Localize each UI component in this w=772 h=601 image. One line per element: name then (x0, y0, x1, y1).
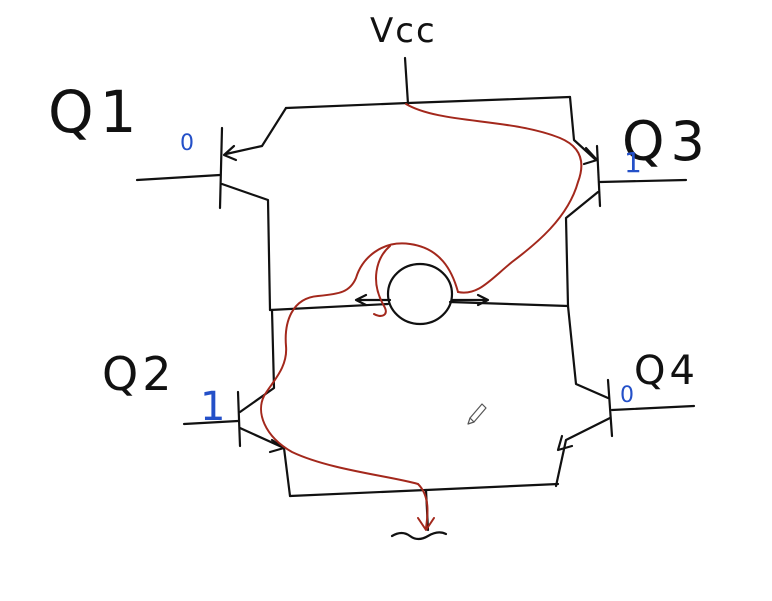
q2-base-bar (236, 390, 242, 448)
middle-bus-right (448, 300, 570, 308)
q4-collector-wire (566, 304, 610, 400)
vcc-wire (403, 56, 410, 106)
q2-collector-wire (238, 308, 276, 414)
q4-emitter-arrow (556, 434, 574, 452)
ground-squiggle (390, 531, 448, 541)
vcc-label: Vcc (370, 11, 437, 51)
q1-base-bar (218, 126, 224, 210)
q4-base-bar (606, 378, 614, 438)
q1-label: Q1 (48, 78, 143, 146)
q2-base-input (182, 419, 240, 426)
q2-state-mark: 1 (200, 384, 225, 430)
emitter-arrows (222, 144, 599, 454)
current-path-through-motor (260, 242, 459, 485)
pen-cursor-tip (467, 417, 475, 425)
q3-emitter-arrow (582, 146, 599, 166)
circuit-wiring (135, 56, 696, 532)
current-path-vcc-to-q3 (405, 103, 583, 294)
current-path (260, 103, 583, 531)
q3-state-mark: 1 (624, 146, 642, 179)
q2-label: Q2 (102, 347, 175, 401)
q4-base-input (610, 404, 696, 412)
q2-emitter-wire (238, 426, 292, 498)
q3-collector-wire (564, 190, 600, 308)
pen-cursor-body (469, 403, 487, 423)
top-rail (284, 95, 572, 110)
middle-bus (268, 302, 390, 312)
q3-emitter-wire (568, 95, 598, 162)
motor-lead-right-arrow (450, 293, 490, 307)
q4-emitter-wire (554, 416, 612, 488)
q3-base-bar (595, 144, 602, 208)
current-path-to-ground (417, 483, 435, 531)
q1-state-mark: 0 (180, 131, 194, 156)
q1-collector-wire (220, 182, 272, 312)
q4-state-mark: 0 (620, 383, 634, 408)
q3-base-input (598, 178, 688, 184)
q4-label: Q4 (634, 348, 699, 394)
motor-body (386, 262, 454, 326)
q1-base-input (135, 173, 222, 182)
ground-icon (390, 531, 448, 541)
q3-label: Q3 (622, 110, 711, 173)
q1-emitter-arrow (222, 144, 238, 162)
pen-cursor-icon (467, 403, 487, 425)
q1-emitter-wire (224, 106, 288, 156)
motor-icon (354, 262, 490, 326)
motor-lead-left-arrow (354, 293, 392, 307)
current-path-inner-loop (373, 245, 391, 317)
